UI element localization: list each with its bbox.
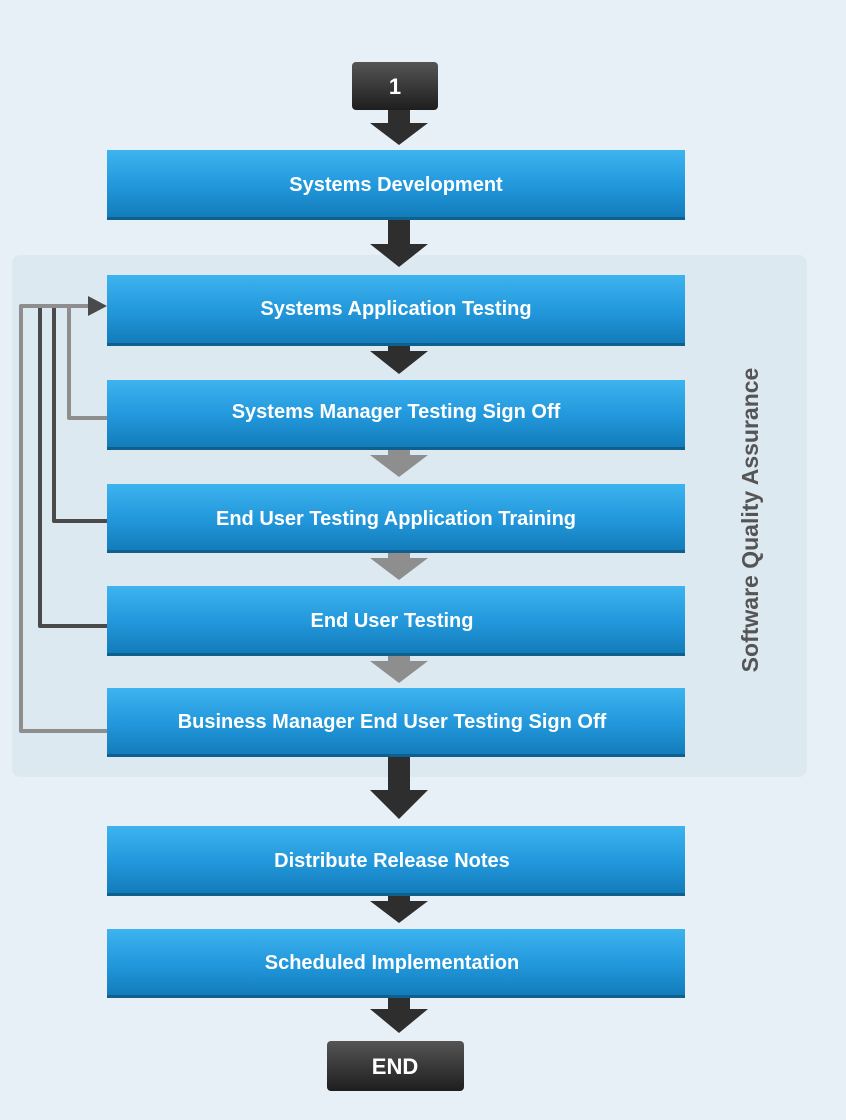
qa-region-label: Software Quality Assurance bbox=[737, 368, 763, 673]
start-terminal: 1 bbox=[352, 62, 438, 110]
step-end-user-testing: End User Testing bbox=[107, 586, 685, 656]
arrow-implementation-to-end bbox=[370, 997, 428, 1033]
step-label: Business Manager End User Testing Sign O… bbox=[178, 711, 607, 733]
end-label: END bbox=[372, 1054, 418, 1079]
arrow-start-to-dev bbox=[370, 110, 428, 145]
step-end-user-training: End User Testing Application Training bbox=[107, 484, 685, 553]
step-label: Scheduled Implementation bbox=[265, 952, 519, 974]
feedback-loops bbox=[19, 304, 109, 733]
end-terminal: END bbox=[327, 1041, 464, 1091]
step-systems-manager-sign-off: Systems Manager Testing Sign Off bbox=[107, 380, 685, 450]
step-scheduled-implementation: Scheduled Implementation bbox=[107, 929, 685, 998]
step-label: End User Testing Application Training bbox=[216, 508, 576, 530]
arrow-dev-to-app-testing bbox=[370, 219, 428, 267]
feedback-line-business bbox=[19, 304, 109, 733]
arrow-business-to-release bbox=[370, 756, 428, 819]
step-distribute-release-notes: Distribute Release Notes bbox=[107, 826, 685, 896]
step-systems-application-testing: Systems Application Testing bbox=[107, 275, 685, 346]
arrow-training-to-end-user bbox=[370, 552, 428, 580]
step-label: End User Testing bbox=[311, 610, 474, 632]
step-label: Systems Manager Testing Sign Off bbox=[232, 401, 561, 423]
step-label: Distribute Release Notes bbox=[274, 850, 510, 872]
arrow-end-user-to-business bbox=[370, 655, 428, 683]
arrow-release-to-implementation bbox=[370, 895, 428, 923]
flow-arrows bbox=[370, 110, 428, 1033]
arrow-sign-off-to-training bbox=[370, 449, 428, 477]
start-label: 1 bbox=[389, 74, 401, 99]
step-label: Systems Development bbox=[289, 174, 503, 196]
arrow-app-testing-to-sign-off bbox=[370, 345, 428, 374]
feedback-arrowhead bbox=[88, 296, 107, 316]
step-business-manager-sign-off: Business Manager End User Testing Sign O… bbox=[107, 688, 685, 757]
step-label: Systems Application Testing bbox=[260, 298, 531, 320]
step-systems-development: Systems Development bbox=[107, 150, 685, 220]
